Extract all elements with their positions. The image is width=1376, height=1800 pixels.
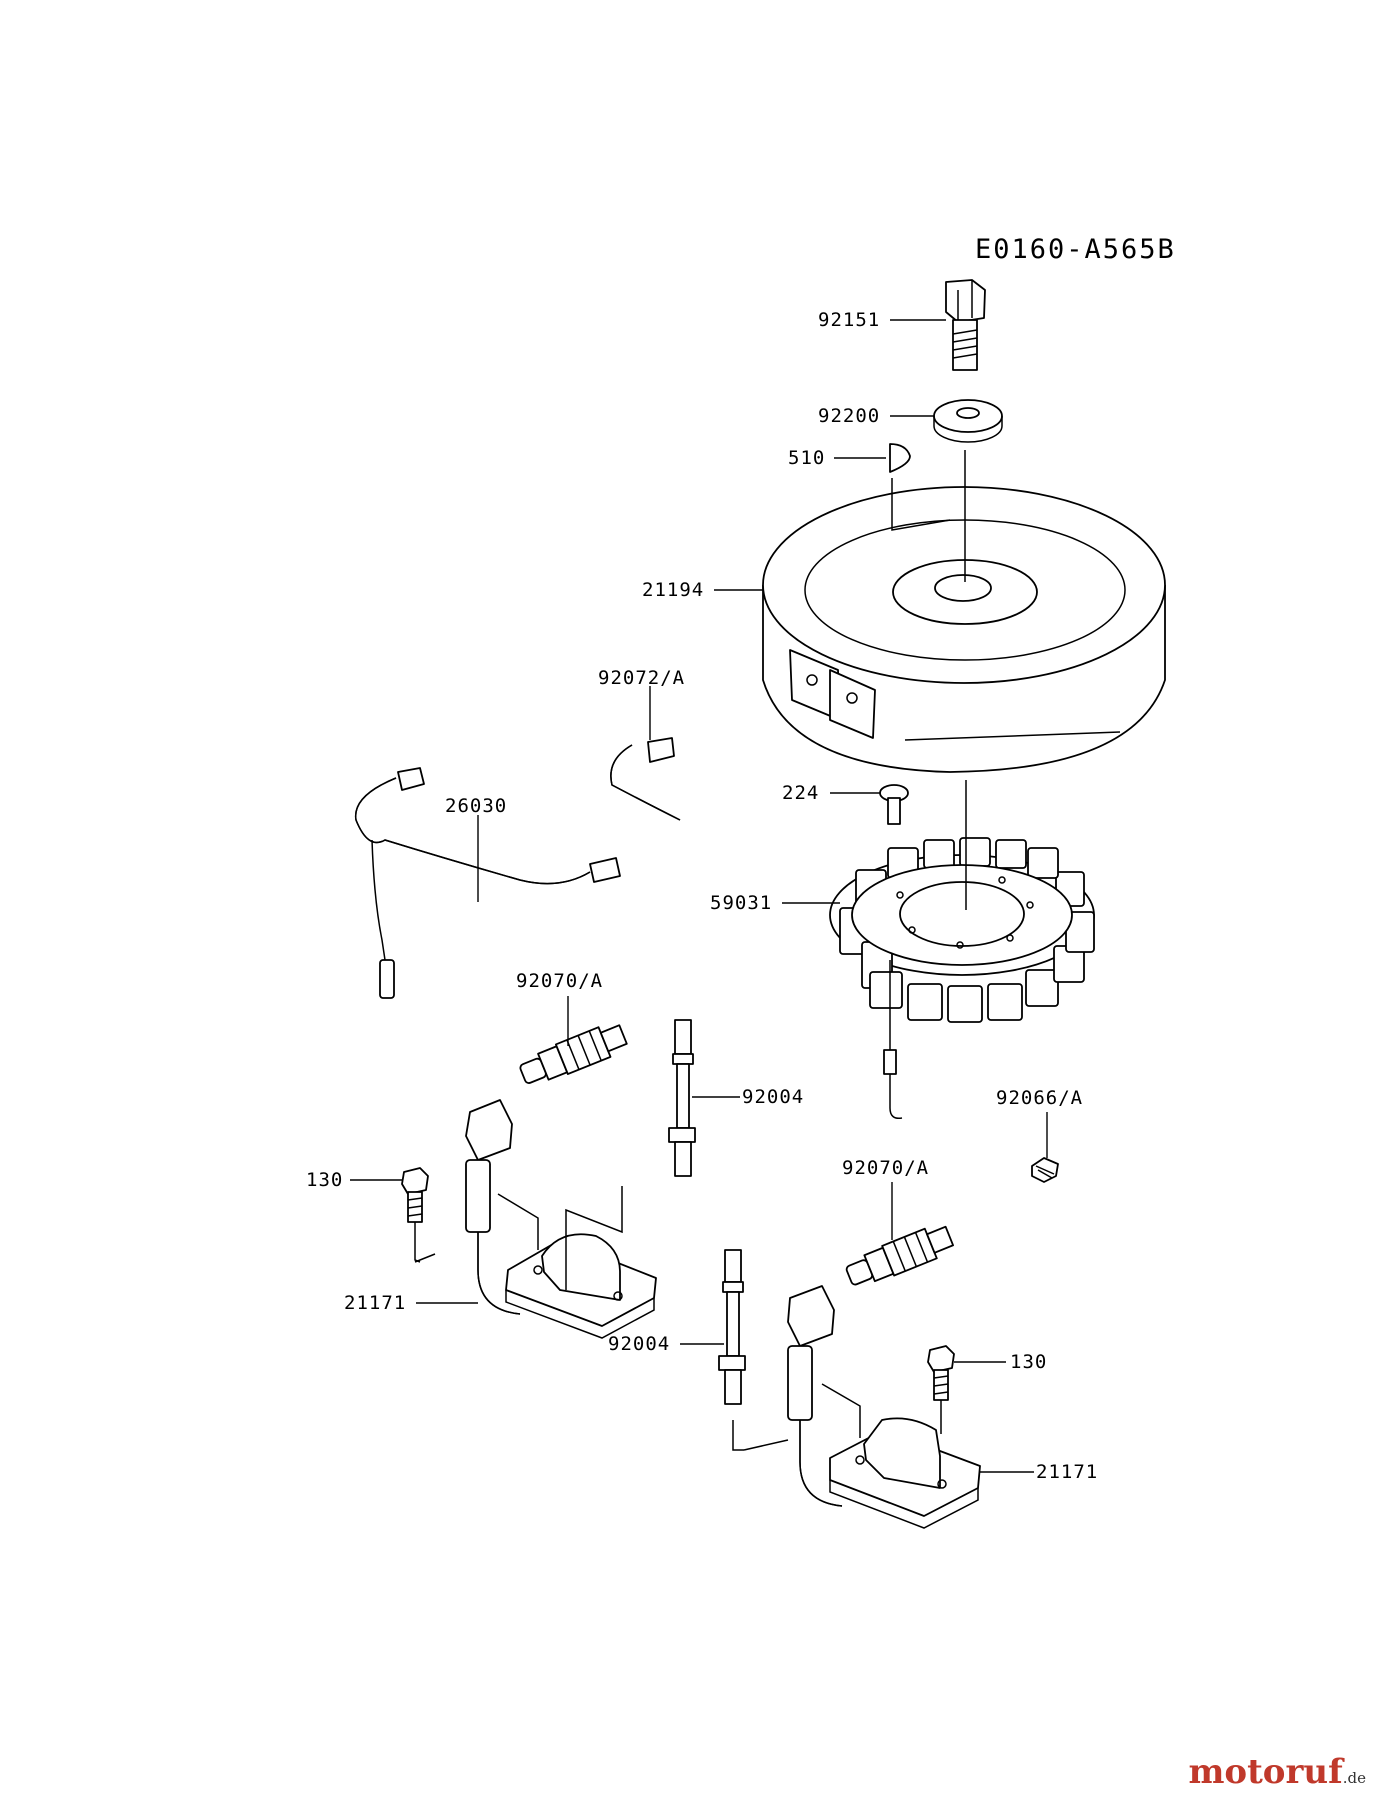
coil-bolt-right — [927, 1345, 955, 1401]
label-bolt-top: 92151 — [818, 309, 880, 331]
label-stud-upper: 92004 — [742, 1086, 804, 1108]
label-key: 510 — [788, 447, 825, 469]
stator-screw — [879, 784, 909, 825]
label-coil-bolt-right: 130 — [1010, 1351, 1047, 1373]
woodruff-key — [889, 443, 911, 473]
label-stator-screw: 224 — [782, 782, 819, 804]
diagram-code: E0160-A565B — [975, 234, 1176, 265]
spark-plug-lower — [845, 1225, 954, 1286]
label-stator: 59031 — [710, 892, 772, 914]
label-flywheel: 21194 — [642, 579, 704, 601]
watermark-logo: motoruf.de — [1188, 1752, 1366, 1792]
label-coil-bolt-left: 130 — [306, 1169, 343, 1191]
label-nut: 92066/A — [996, 1087, 1083, 1109]
flywheel — [762, 486, 1166, 773]
label-stud-lower: 92004 — [608, 1333, 670, 1355]
label-spark-plug-lower: 92070/A — [842, 1157, 929, 1179]
label-lead-wire: 26030 — [445, 795, 507, 817]
flywheel-key-guide — [891, 478, 951, 531]
nut — [1031, 1157, 1059, 1183]
label-coil-left: 21171 — [344, 1292, 406, 1314]
label-washer: 92200 — [818, 405, 880, 427]
flywheel-washer — [933, 399, 1003, 443]
coil-bolt-left — [401, 1167, 429, 1223]
label-spark-plug-upper: 92070/A — [516, 970, 603, 992]
stator — [829, 837, 1095, 1120]
label-switch-wire: 92072/A — [598, 667, 685, 689]
ignition-coil-right — [743, 1285, 981, 1529]
lead-wire — [354, 767, 621, 999]
ignition-coil-left — [414, 1099, 657, 1339]
flywheel-bolt — [945, 279, 986, 371]
spark-plug-upper — [519, 1024, 628, 1084]
watermark-suffix: .de — [1342, 1769, 1366, 1787]
stud-lower — [718, 1249, 746, 1451]
label-coil-right: 21171 — [1036, 1461, 1098, 1483]
watermark-brand: motoruf — [1188, 1752, 1343, 1792]
switch-wire — [610, 737, 681, 821]
stud-upper — [668, 1019, 696, 1177]
